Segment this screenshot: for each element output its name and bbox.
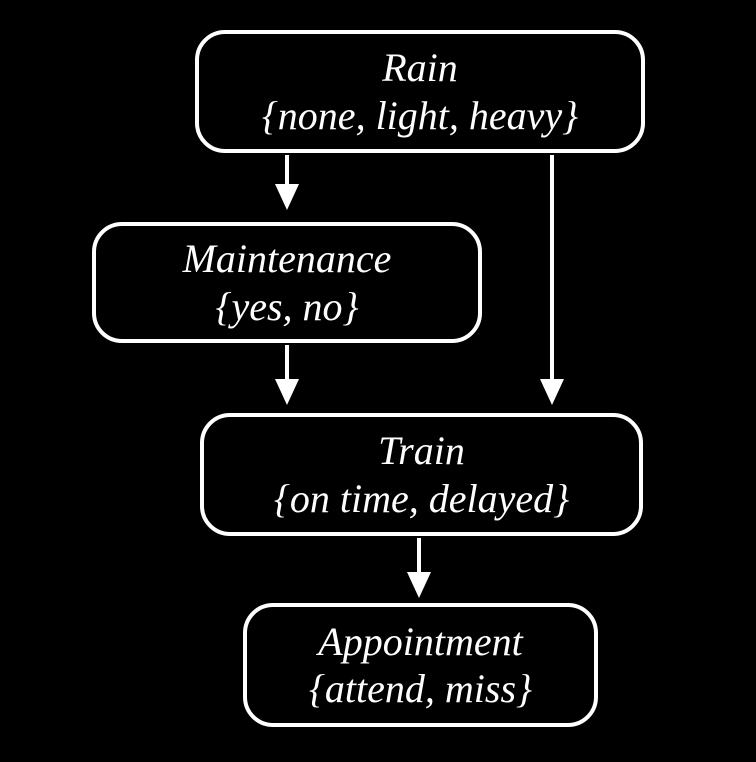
- node-train: Train {on time, delayed}: [200, 413, 643, 536]
- node-train-label: Train: [378, 428, 465, 474]
- node-train-values: {on time, delayed}: [273, 475, 570, 521]
- edge-rain-maintenance: [275, 155, 299, 210]
- node-maintenance: Maintenance {yes, no}: [92, 222, 482, 343]
- node-appointment-label: Appointment: [318, 618, 523, 664]
- node-maintenance-values: {yes, no}: [215, 283, 359, 329]
- node-rain: Rain {none, light, heavy}: [195, 30, 645, 153]
- edge-train-appointment: [407, 538, 431, 598]
- edge-rain-train: [540, 155, 564, 405]
- node-rain-values: {none, light, heavy}: [261, 92, 579, 138]
- node-appointment-values: {attend, miss}: [308, 666, 533, 711]
- node-maintenance-label: Maintenance: [182, 236, 392, 282]
- node-appointment: Appointment {attend, miss}: [243, 603, 598, 727]
- edge-maintenance-train: [275, 345, 299, 405]
- node-rain-label: Rain: [382, 45, 458, 91]
